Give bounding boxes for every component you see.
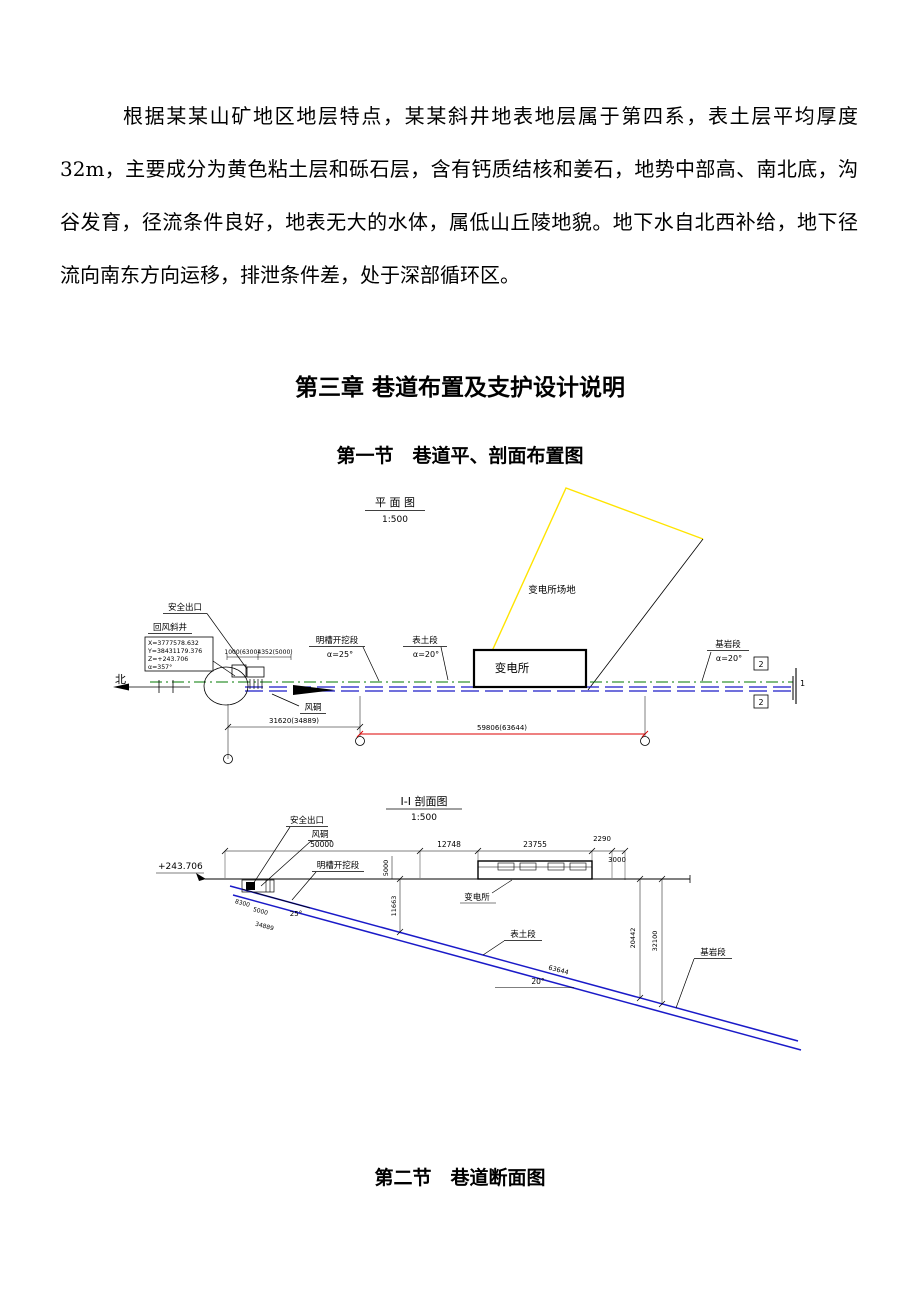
substation-building: 变电所 <box>472 648 588 689</box>
profile-topsoil-callout: 表土段 <box>482 929 542 956</box>
profile-scale: 1:500 <box>411 813 437 823</box>
shaft-portal <box>203 664 265 706</box>
survey-point-3 <box>640 736 650 746</box>
north-label: 北 <box>115 673 126 686</box>
open-cut-callout: 明槽开挖段 α=25° <box>309 635 380 682</box>
dim-12748: 12748 <box>437 840 461 849</box>
profile-title-block: I-I 剖面图 1:500 <box>386 794 462 823</box>
dim-23755: 23755 <box>523 840 547 849</box>
section1-heading: 第一节 巷道平、剖面布置图 <box>336 445 584 467</box>
profile-substation-label: 变电所 <box>464 892 490 903</box>
profile-air-duct-label: 风硐 <box>311 830 328 840</box>
survey-point-2 <box>355 736 365 746</box>
profile-title: I-I 剖面图 <box>401 794 448 808</box>
dim-34889: 34889 <box>254 921 274 933</box>
angle-25: 25° <box>290 910 302 918</box>
topsoil-label: 表土段 <box>412 635 438 646</box>
right-vertical-dims: 20442 32100 <box>629 875 666 1008</box>
profile-open-cut-callout: 明槽开挖段 <box>291 860 364 901</box>
open-cut-angle: α=25° <box>327 650 353 659</box>
elevation-value: +243.706 <box>158 862 203 872</box>
topsoil-angle: α=20° <box>413 650 439 659</box>
profile-bedrock-label: 基岩段 <box>700 947 726 958</box>
plan-title: 平 面 图 <box>375 496 415 509</box>
dim-11663-value: 11663 <box>390 896 398 917</box>
dim-32100-value: 32100 <box>651 931 659 952</box>
north-arrowhead <box>113 683 129 691</box>
plan-title-block: 平 面 图 1:500 <box>365 496 425 525</box>
profile-topsoil-label: 表土段 <box>510 929 536 940</box>
dimension-right: 59806(63644) <box>356 696 650 746</box>
section-marker-2a: 2 <box>758 660 763 669</box>
portal-dimensions: 1000(6300) 4352(5000) <box>224 649 293 660</box>
top-dimension-chain: 50000 12748 23755 2290 3000 <box>221 835 629 880</box>
shaft-coord-azimuth: α=357° <box>148 663 172 671</box>
dim-8300: 8300 <box>234 898 251 909</box>
section-marker-1: 1 <box>800 679 805 688</box>
intro-paragraph: 根据某某山矿地区地层特点，某某斜井地表地层属于第四系，表土层平均厚度32m，主要… <box>60 104 858 287</box>
elevation-marker: +243.706 <box>156 862 206 881</box>
profile-safety-exit-label: 安全出口 <box>290 815 324 826</box>
profile-safety-exit-callout: 安全出口 <box>252 815 328 885</box>
ground-line <box>205 875 691 883</box>
substation-label: 变电所 <box>495 661 530 675</box>
shaft-coord-z: Z=+243.706 <box>148 656 188 663</box>
chapter-heading: 第三章 巷道布置及支护设计说明 <box>294 375 625 401</box>
safety-exit-callout: 安全出口 <box>163 602 248 670</box>
return-shaft-label: 回风斜井 <box>153 622 187 633</box>
angle-20: 20° <box>531 977 545 986</box>
dimension-left: 31620(34889) <box>223 696 365 764</box>
dim-11663-vertical: 11663 <box>390 875 404 936</box>
dim-3000: 3000 <box>608 856 626 864</box>
bedrock-callout: 基岩段 α=20° <box>701 639 749 682</box>
inclined-shaft <box>229 885 802 1051</box>
window-4 <box>569 862 587 871</box>
dim-63644-value: 63644 <box>547 964 569 977</box>
section-markers: 2 2 1 <box>753 656 805 709</box>
slope-angle-group: 63644 20° <box>495 964 574 988</box>
survey-point-1 <box>223 754 233 764</box>
dim-20442-value: 20442 <box>629 928 637 949</box>
dim-left-value: 31620(34889) <box>269 717 319 725</box>
air-duct-callout: 风硐 <box>271 693 326 714</box>
portal-dim-1: 1000(6300) <box>224 649 259 656</box>
air-duct-label: 风硐 <box>304 703 321 713</box>
portal-structure <box>241 879 275 893</box>
topsoil-callout: 表土段 α=20° <box>403 635 449 681</box>
shaft-coord-y: Y=38431179.376 <box>147 648 202 655</box>
substation-site-label: 变电所场地 <box>528 584 576 596</box>
section2-heading: 第二节 巷道断面图 <box>374 1167 546 1189</box>
safety-exit-label: 安全出口 <box>168 602 202 613</box>
profile-open-cut-label: 明槽开挖段 <box>317 860 360 871</box>
profile-substation-building: 变电所 <box>460 860 593 904</box>
dim-5000-vertical: 5000 <box>382 856 393 879</box>
dim-5000v-value: 5000 <box>382 860 390 877</box>
return-shaft-callout: 回风斜井 X=3777578.632 Y=38431179.376 Z=+243… <box>144 622 236 677</box>
plan-scale: 1:500 <box>382 515 408 525</box>
window-3 <box>547 862 565 871</box>
plan-view-diagram: 平 面 图 1:500 变电所场地 变电所 北 <box>113 487 805 764</box>
dim-50000: 50000 <box>310 840 334 849</box>
section-marker-2b: 2 <box>758 698 763 707</box>
open-cut-label: 明槽开挖段 <box>316 635 359 646</box>
profile-view-diagram: I-I 剖面图 1:500 50000 12748 23755 2290 300… <box>156 794 802 1051</box>
bedrock-label: 基岩段 <box>715 639 741 650</box>
dim-right-value: 59806(63644) <box>477 724 527 732</box>
bedrock-angle: α=20° <box>716 654 742 663</box>
shaft-coord-x: X=3777578.632 <box>148 640 199 647</box>
profile-bedrock-callout: 基岩段 <box>675 947 732 1009</box>
profile-air-duct-callout: 风硐 <box>260 830 332 887</box>
north-arrow: 北 <box>113 673 190 693</box>
window-1 <box>497 862 515 871</box>
substation-site-outline: 变电所场地 <box>477 487 704 691</box>
slope-dimensions: 8300 5000 34889 25° <box>234 898 302 932</box>
window-2 <box>519 862 537 871</box>
elevation-arrowhead <box>196 873 206 881</box>
direction-arrow <box>293 685 335 695</box>
dim-2290: 2290 <box>593 835 611 843</box>
portal-dim-2: 4352(5000) <box>257 649 292 656</box>
dim-5000-slope: 5000 <box>252 906 269 917</box>
coordinate-box <box>144 636 214 672</box>
